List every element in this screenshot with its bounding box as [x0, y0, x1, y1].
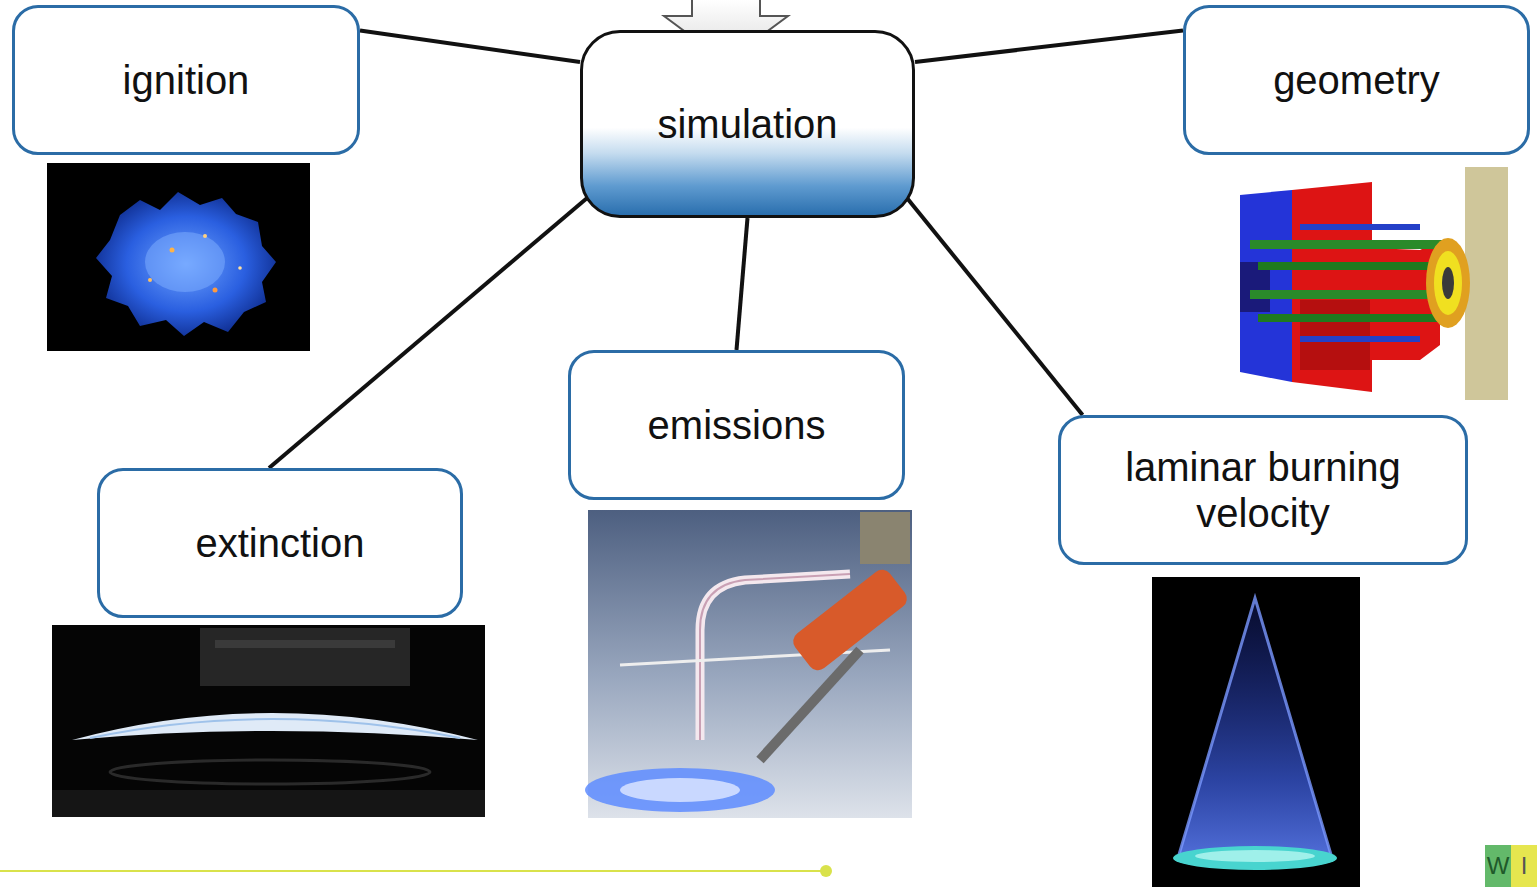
box-label: geometry	[1273, 57, 1440, 103]
logo-letter: W	[1487, 854, 1510, 878]
box-label: ignition	[123, 57, 250, 103]
topic-box: extinction	[97, 468, 463, 618]
connector-line	[269, 195, 590, 468]
connector-line	[737, 218, 748, 350]
footer-dot	[820, 865, 832, 877]
topic-box: geometry	[1183, 5, 1530, 155]
connector-line	[360, 31, 580, 62]
box-label: simulation	[657, 101, 837, 147]
logo-letter: I	[1521, 854, 1528, 878]
topic-box: laminar burning velocity	[1058, 415, 1468, 565]
connector-line	[915, 31, 1183, 62]
box-label: emissions	[648, 402, 826, 448]
box-label: extinction	[196, 520, 365, 566]
footer-rule	[0, 870, 826, 872]
topic-box: ignition	[12, 5, 360, 155]
extinction-photo	[52, 625, 485, 817]
burner-geometry	[1240, 167, 1508, 400]
connector-line	[905, 195, 1083, 415]
topic-box: emissions	[568, 350, 905, 500]
central-box: simulation	[580, 30, 915, 218]
logo-green	[1485, 845, 1511, 887]
emissions-photo	[585, 510, 912, 818]
ignition-photo	[47, 163, 310, 351]
box-label: laminar burning velocity	[1093, 444, 1433, 536]
logo-yellow	[1511, 845, 1537, 887]
laminar-flame-photo	[1152, 577, 1360, 887]
